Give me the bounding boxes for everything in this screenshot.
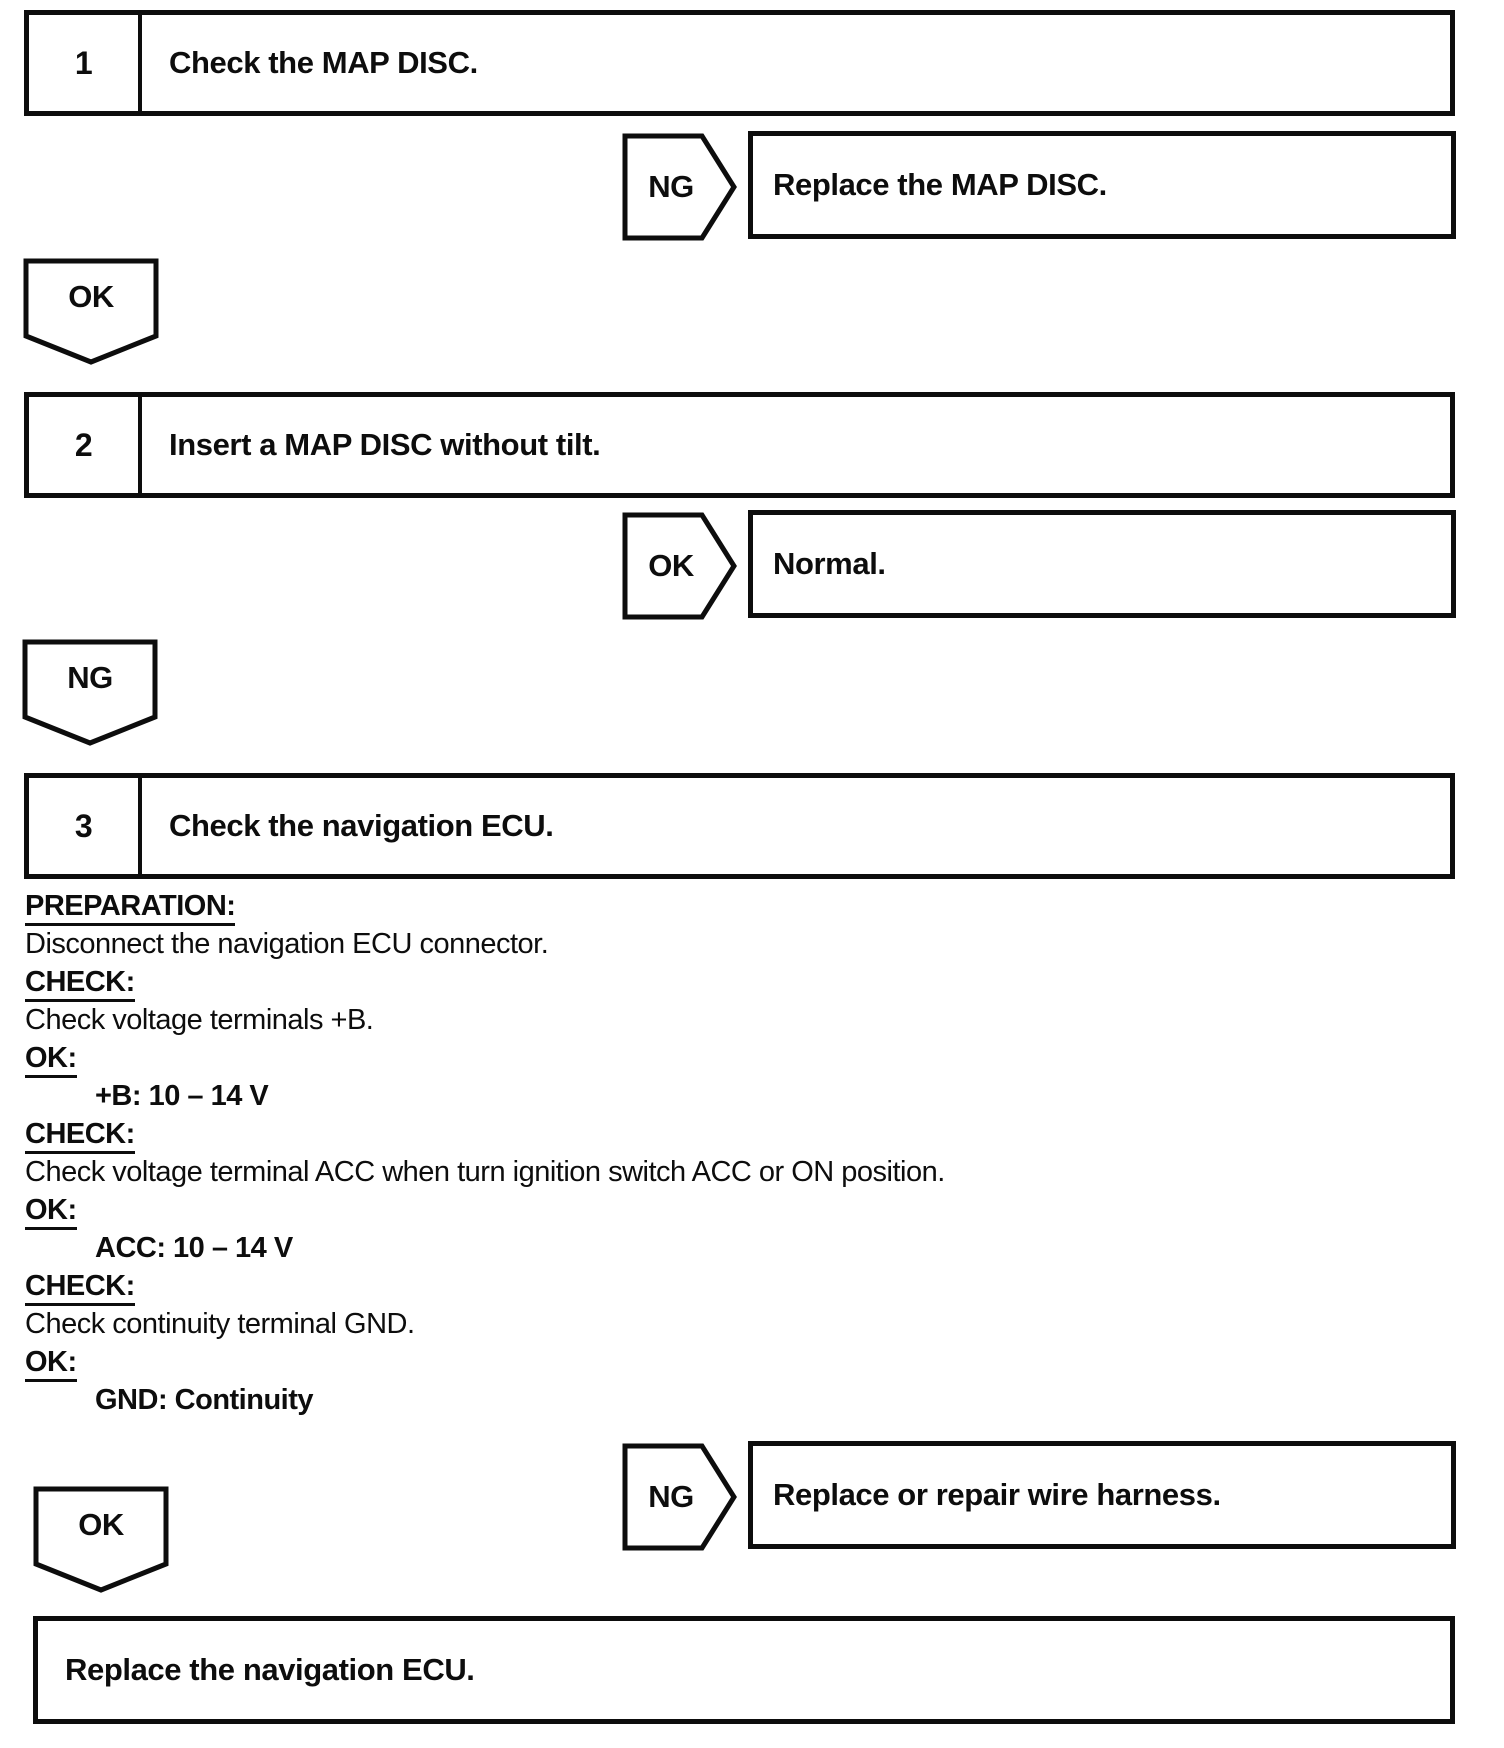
procedure-body-line: Disconnect the navigation ECU connector.: [25, 928, 549, 960]
down-arrow-pentagon-icon: [23, 258, 159, 365]
procedure-heading: PREPARATION:: [25, 887, 1475, 926]
procedure-heading-text: PREPARATION:: [25, 891, 236, 926]
procedure-heading: OK:: [25, 1039, 1475, 1078]
branch-label: NG: [648, 169, 694, 204]
procedure-text-block: PREPARATION: Disconnect the navigation E…: [25, 887, 1475, 1419]
procedure-heading-text: OK:: [25, 1043, 77, 1078]
final-action-box: Replace the navigation ECU.: [33, 1616, 1455, 1724]
right-arrow-pentagon-icon: [622, 1443, 737, 1551]
branch-result-box: Replace the MAP DISC.: [748, 131, 1456, 239]
step-box-3: 3 Check the navigation ECU.: [24, 773, 1455, 879]
down-arrow-pentagon-icon: [33, 1486, 169, 1593]
procedure-heading: CHECK:: [25, 1115, 1475, 1154]
branch-arrow-ok-2: OK: [622, 512, 738, 620]
down-arrow-pentagon-icon: [22, 639, 158, 746]
connector-ng-2: NG: [22, 639, 158, 746]
procedure-body-line: Check voltage terminals +B.: [25, 1004, 374, 1036]
branch-result-box: Replace or repair wire harness.: [748, 1441, 1456, 1549]
procedure-body-line: Check voltage terminal ACC when turn ign…: [25, 1156, 945, 1188]
procedure-spec-line: ACC: 10 – 14 V: [95, 1232, 293, 1264]
step-number: 1: [29, 15, 142, 111]
procedure-spec-line: GND: Continuity: [95, 1384, 314, 1416]
procedure-heading-text: OK:: [25, 1347, 77, 1382]
branch-label: NG: [648, 1479, 694, 1514]
procedure-heading: CHECK:: [25, 1267, 1475, 1306]
branch-result-box: Normal.: [748, 510, 1456, 618]
procedure-heading: CHECK:: [25, 963, 1475, 1002]
branch-arrow-ng-1: NG: [622, 133, 738, 241]
step-title: Insert a MAP DISC without tilt.: [169, 427, 601, 462]
procedure-spec-line: +B: 10 – 14 V: [95, 1080, 269, 1112]
connector-ok-3: OK: [33, 1486, 169, 1593]
right-arrow-pentagon-icon: [622, 133, 737, 241]
step-title: Check the navigation ECU.: [169, 808, 554, 843]
procedure-heading-text: CHECK:: [25, 967, 135, 1002]
procedure-heading: OK:: [25, 1343, 1475, 1382]
branch-arrow-ng-3: NG: [622, 1443, 738, 1551]
step-box-1: 1 Check the MAP DISC.: [24, 10, 1455, 116]
step-box-2: 2 Insert a MAP DISC without tilt.: [24, 392, 1455, 498]
branch-label: OK: [648, 548, 694, 583]
procedure-heading: OK:: [25, 1191, 1475, 1230]
connector-label: OK: [68, 279, 114, 314]
connector-label: NG: [67, 660, 113, 695]
step-number: 3: [29, 778, 142, 874]
procedure-heading-text: OK:: [25, 1195, 77, 1230]
right-arrow-pentagon-icon: [622, 512, 737, 620]
procedure-heading-text: CHECK:: [25, 1119, 135, 1154]
connector-label: OK: [78, 1507, 124, 1542]
step-title: Check the MAP DISC.: [169, 45, 478, 80]
procedure-heading-text: CHECK:: [25, 1271, 135, 1306]
step-number: 2: [29, 397, 142, 493]
procedure-body-line: Check continuity terminal GND.: [25, 1308, 415, 1340]
connector-ok-1: OK: [23, 258, 159, 365]
